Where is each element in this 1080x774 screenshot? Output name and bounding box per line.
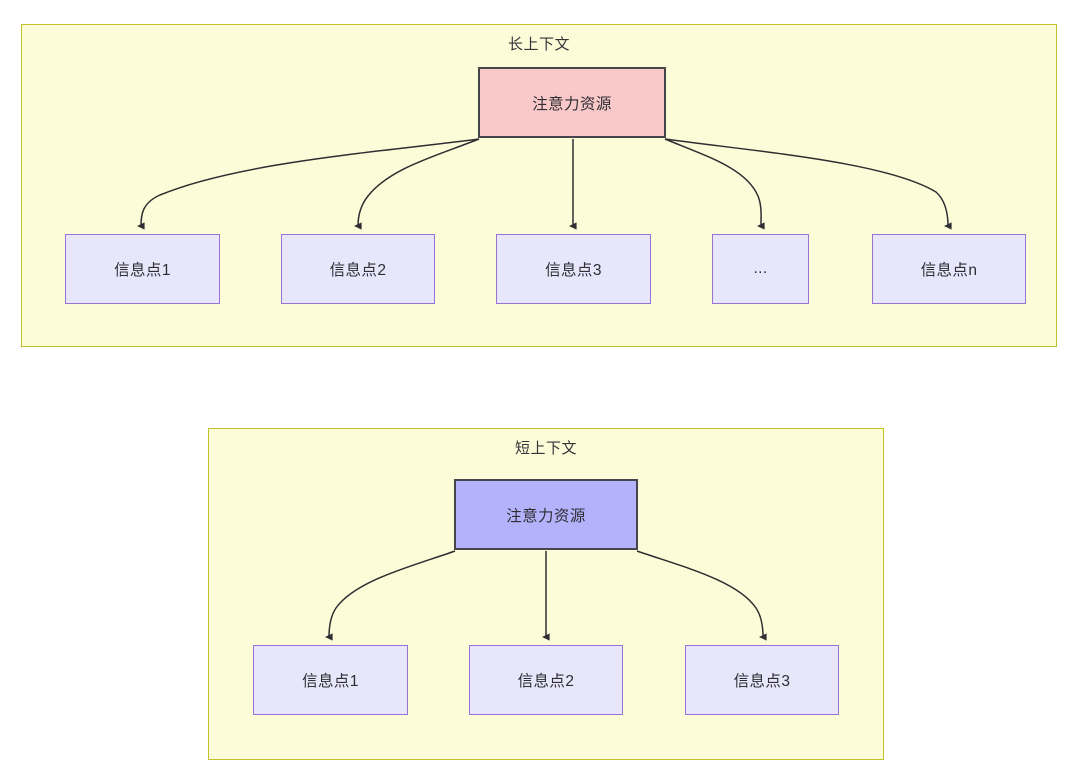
node-long-info-3-label: 信息点3 — [545, 262, 602, 279]
node-long-info-ellipsis[interactable]: ... — [712, 234, 809, 304]
node-long-info-1[interactable]: 信息点1 — [65, 234, 220, 304]
node-short-info-3[interactable]: 信息点3 — [685, 645, 839, 715]
node-short-info-1-label: 信息点1 — [302, 673, 359, 690]
node-short-info-1[interactable]: 信息点1 — [253, 645, 408, 715]
node-long-info-ellipsis-label: ... — [753, 260, 768, 277]
edges-long-context — [136, 138, 952, 230]
node-long-info-3[interactable]: 信息点3 — [496, 234, 651, 304]
node-long-info-n-label: 信息点n — [920, 262, 978, 279]
node-long-info-1-label: 信息点1 — [114, 262, 171, 279]
panel-short-context-title: 短上下文 — [514, 440, 577, 457]
node-short-attention-resource-label: 注意力资源 — [506, 507, 586, 525]
node-long-info-2-label: 信息点2 — [329, 262, 387, 279]
node-long-attention-resource[interactable]: 注意力资源 — [478, 67, 666, 138]
node-short-info-2[interactable]: 信息点2 — [469, 645, 623, 715]
edge-long-root-to-info1 — [136, 138, 480, 230]
edge-short-root-to-info3 — [636, 550, 767, 641]
edge-long-root-to-infon — [664, 138, 952, 230]
node-long-info-2[interactable]: 信息点2 — [281, 234, 435, 304]
edge-short-root-to-info1 — [324, 550, 456, 641]
node-short-attention-resource[interactable]: 注意力资源 — [454, 479, 638, 550]
edge-long-root-to-info2 — [353, 138, 480, 230]
node-long-info-n[interactable]: 信息点n — [872, 234, 1026, 304]
panel-long-context-title: 长上下文 — [507, 36, 570, 53]
edge-long-root-to-ellipsis — [664, 138, 765, 230]
edges-short-context — [324, 550, 767, 641]
node-long-attention-resource-label: 注意力资源 — [532, 95, 612, 113]
node-short-info-2-label: 信息点2 — [517, 673, 575, 690]
node-short-info-3-label: 信息点3 — [733, 673, 791, 690]
